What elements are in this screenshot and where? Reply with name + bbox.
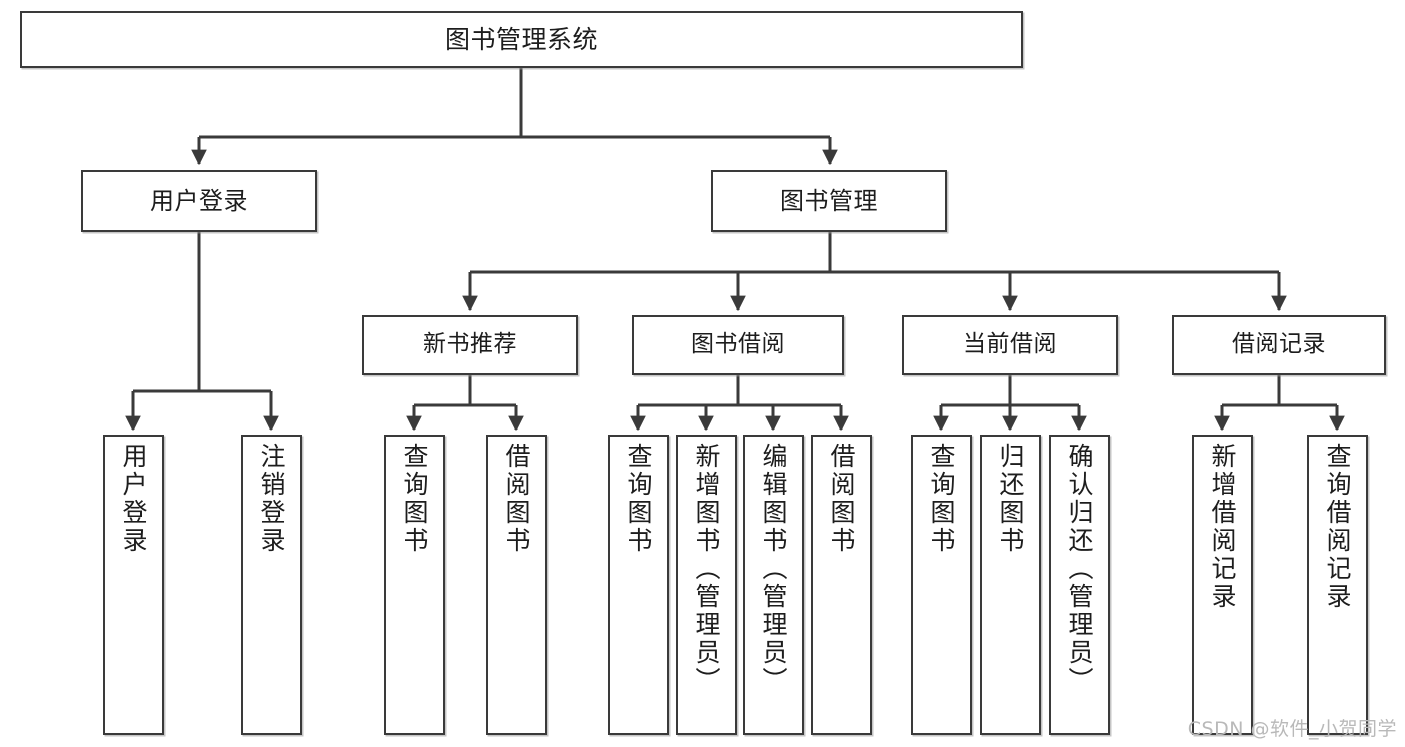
node-label: 借阅图书 xyxy=(827,443,856,555)
node-label: 新增借阅记录 xyxy=(1208,443,1237,611)
leaf-user-login-logout[interactable]: 注销登录 xyxy=(241,435,302,735)
leaf-borrow-record-query-record[interactable]: 查询借阅记录 xyxy=(1307,435,1368,735)
node-label: 编辑图书（管理员） xyxy=(759,443,788,695)
leaf-new-book-borrow-book[interactable]: 借阅图书 xyxy=(486,435,547,735)
node-label: 用户登录 xyxy=(150,186,248,215)
node-borrow-record[interactable]: 借阅记录 xyxy=(1172,315,1386,375)
node-label: 查询图书 xyxy=(624,443,653,555)
leaf-current-borrow-query-book[interactable]: 查询图书 xyxy=(911,435,972,735)
node-label: 图书借阅 xyxy=(691,331,785,358)
node-label: 注销登录 xyxy=(257,443,286,555)
leaf-book-borrow-borrow-book[interactable]: 借阅图书 xyxy=(811,435,872,735)
leaf-user-login-login[interactable]: 用户登录 xyxy=(103,435,164,735)
node-label: 用户登录 xyxy=(119,443,148,555)
leaf-book-borrow-edit-book-admin[interactable]: 编辑图书（管理员） xyxy=(743,435,804,735)
node-book-borrow[interactable]: 图书借阅 xyxy=(632,315,844,375)
leaf-book-borrow-add-book-admin[interactable]: 新增图书（管理员） xyxy=(676,435,737,735)
node-new-book-recommend[interactable]: 新书推荐 xyxy=(362,315,578,375)
node-book-management[interactable]: 图书管理 xyxy=(711,170,947,232)
node-label: 借阅记录 xyxy=(1232,331,1326,358)
node-label: 图书管理 xyxy=(780,186,878,215)
node-label: 查询图书 xyxy=(927,443,956,555)
leaf-borrow-record-add-record[interactable]: 新增借阅记录 xyxy=(1192,435,1253,735)
node-label: 查询借阅记录 xyxy=(1323,443,1352,611)
csdn-watermark: CSDN @软件_小贺同学 xyxy=(1187,718,1397,740)
node-label: 新书推荐 xyxy=(423,331,517,358)
leaf-current-borrow-return-book[interactable]: 归还图书 xyxy=(980,435,1041,735)
node-current-borrow[interactable]: 当前借阅 xyxy=(902,315,1118,375)
node-label: 确认归还（管理员） xyxy=(1065,443,1094,695)
node-label: 借阅图书 xyxy=(502,443,531,555)
node-root-book-management-system[interactable]: 图书管理系统 xyxy=(20,11,1023,68)
leaf-current-borrow-confirm-return-admin[interactable]: 确认归还（管理员） xyxy=(1049,435,1110,735)
node-label: 归还图书 xyxy=(996,443,1025,555)
node-user-login[interactable]: 用户登录 xyxy=(81,170,317,232)
leaf-book-borrow-query-book[interactable]: 查询图书 xyxy=(608,435,669,735)
node-label: 查询图书 xyxy=(400,443,429,555)
leaf-new-book-query-book[interactable]: 查询图书 xyxy=(384,435,445,735)
node-label: 新增图书（管理员） xyxy=(692,443,721,695)
node-label: 当前借阅 xyxy=(963,331,1057,358)
node-label: 图书管理系统 xyxy=(444,24,598,54)
